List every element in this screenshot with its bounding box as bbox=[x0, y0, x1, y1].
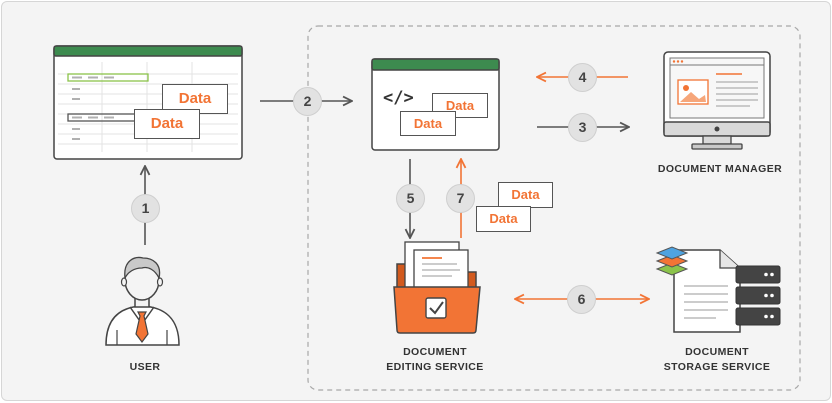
data-tag-transfer-1: Data bbox=[498, 182, 553, 208]
storage-service-label-line1: DOCUMENT bbox=[685, 346, 749, 358]
user-label: USER bbox=[129, 361, 161, 373]
service-boundary bbox=[307, 25, 801, 391]
step-7: 7 bbox=[446, 184, 475, 213]
step-3: 3 bbox=[568, 113, 597, 142]
storage-service-label-line2: STORAGE SERVICE bbox=[663, 361, 771, 373]
data-tag-code-2: Data bbox=[400, 111, 456, 136]
user-icon bbox=[105, 256, 180, 346]
step-4: 4 bbox=[568, 63, 597, 92]
code-symbol: </> bbox=[383, 88, 414, 108]
step-5: 5 bbox=[396, 184, 425, 213]
step-6: 6 bbox=[567, 285, 596, 314]
storage-icon bbox=[655, 246, 781, 333]
editing-service-label-line1: DOCUMENT bbox=[403, 346, 467, 358]
data-tag-transfer-2: Data bbox=[476, 206, 531, 232]
data-tag-spreadsheet-2: Data bbox=[134, 109, 200, 139]
step-2: 2 bbox=[293, 87, 322, 116]
editing-service-label-line2: EDITING SERVICE bbox=[386, 361, 484, 373]
folder-icon bbox=[393, 241, 481, 334]
document-manager-label: DOCUMENT MANAGER bbox=[657, 163, 783, 175]
document-manager-icon bbox=[663, 51, 771, 150]
step-1: 1 bbox=[131, 194, 160, 223]
